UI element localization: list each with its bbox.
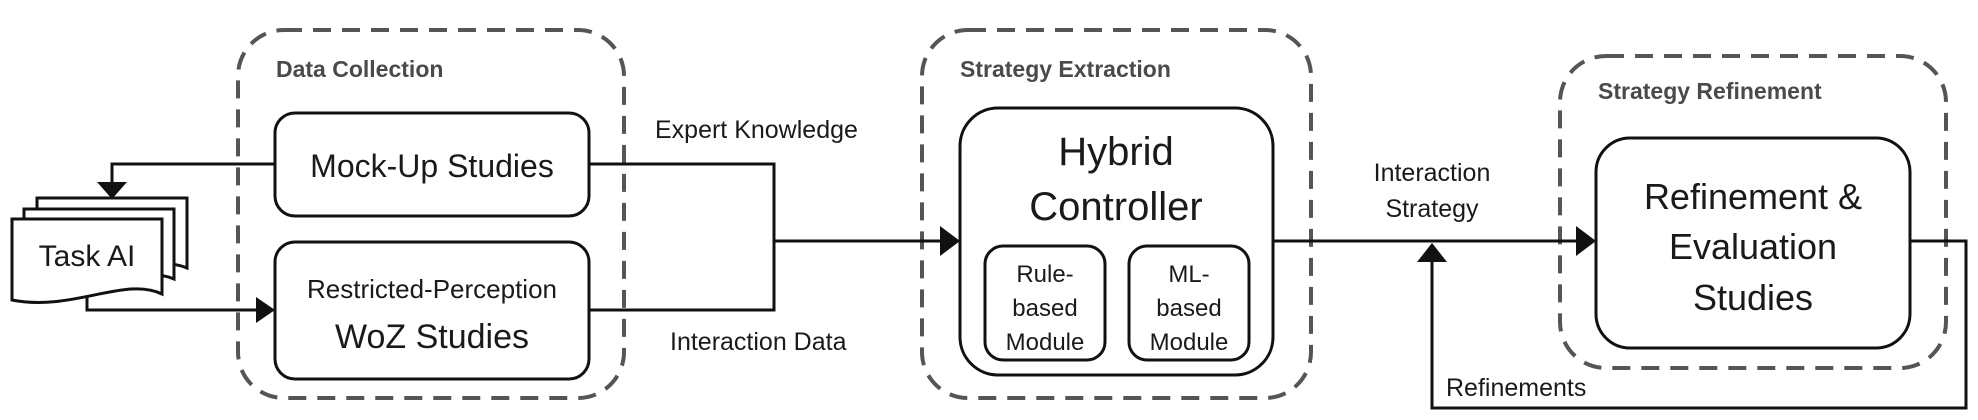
woz-studies-label-line2: WoZ Studies <box>335 318 529 356</box>
refinement-label-line1: Refinement & <box>1644 176 1862 217</box>
woz-studies-node <box>273 240 591 381</box>
mockup-to-taskai-edge <box>110 162 275 183</box>
refinement-evaluation-node <box>1594 136 1912 350</box>
refinements-label: Refinements <box>1446 374 1586 402</box>
arrowhead-hybrid <box>940 226 960 256</box>
arrowheads <box>97 182 1596 323</box>
strategy-extraction-title: Strategy Extraction <box>960 56 1171 82</box>
connectors <box>85 162 1968 410</box>
task-ai-document <box>10 196 189 305</box>
interaction-data-label: Interaction Data <box>670 328 847 356</box>
ml-based-label-line2: based <box>1156 295 1221 322</box>
arrowhead-feedback <box>1417 243 1447 262</box>
refinement-label-line2: Evaluation <box>1669 226 1837 267</box>
interaction-data-edge <box>589 241 776 312</box>
rule-based-module-node <box>983 244 1107 362</box>
refinements-feedback-edge <box>1430 239 1968 410</box>
strategy-refinement-group <box>1558 54 1948 370</box>
rule-based-label-line2: based <box>1012 295 1077 322</box>
hybrid-controller-label-line1: Hybrid <box>1058 130 1174 174</box>
expert-knowledge-edge <box>589 162 776 241</box>
refinement-label-line3: Studies <box>1693 277 1813 318</box>
arrowhead-refinement <box>1576 226 1596 256</box>
rule-based-label-line1: Rule- <box>1016 261 1073 288</box>
expert-knowledge-label: Expert Knowledge <box>655 116 858 144</box>
arrowhead-woz <box>256 297 275 323</box>
woz-studies-label-line1: Restricted-Perception <box>307 274 557 304</box>
arrowhead-taskai <box>97 182 127 199</box>
mockup-studies-label: Mock-Up Studies <box>310 148 554 184</box>
data-collection-title: Data Collection <box>276 56 443 82</box>
strategy-refinement-title: Strategy Refinement <box>1598 78 1822 104</box>
ml-based-label-line3: Module <box>1150 329 1229 356</box>
strategy-extraction-group <box>920 28 1313 400</box>
rule-based-label-line3: Module <box>1006 329 1085 356</box>
taskai-to-woz-edge <box>85 297 256 312</box>
task-ai-label: Task AI <box>39 240 136 273</box>
interaction-strategy-label-line1: Interaction <box>1374 159 1491 187</box>
ml-based-module-node <box>1127 244 1251 362</box>
interaction-strategy-label-line2: Strategy <box>1385 195 1479 223</box>
hybrid-controller-label-line2: Controller <box>1029 185 1202 229</box>
data-collection-group <box>236 28 626 400</box>
ml-based-label-line1: ML- <box>1168 261 1209 288</box>
